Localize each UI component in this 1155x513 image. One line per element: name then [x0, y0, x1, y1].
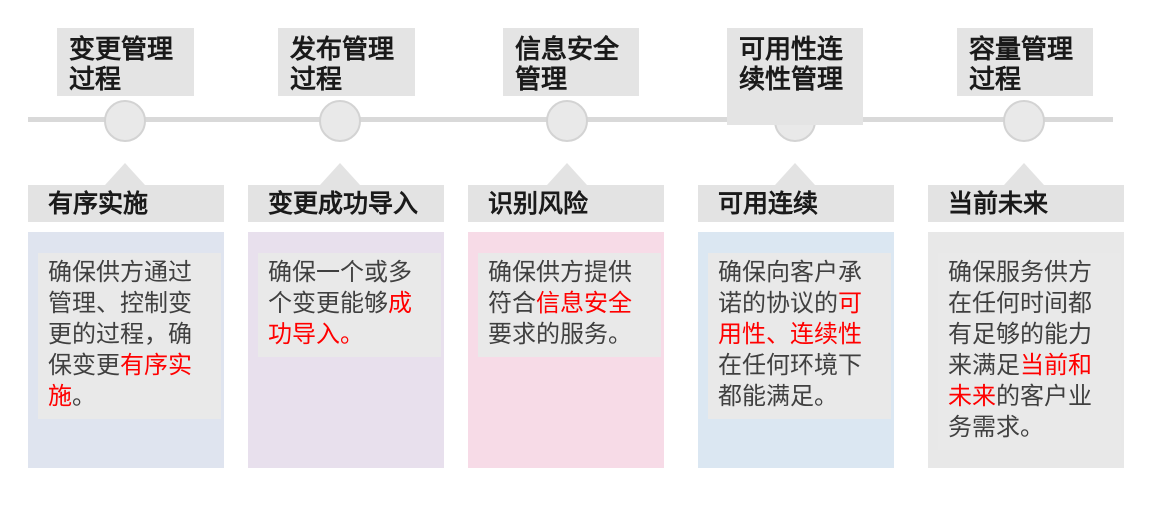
highlighted-text: 信息安全: [536, 289, 632, 317]
description-box: 确保供方提供符合信息安全要求的服务。: [468, 232, 664, 468]
pointer-triangle: [105, 163, 145, 185]
process-name-line1: 容量管理: [969, 35, 1074, 65]
process-name-line1: 可用性连: [739, 35, 844, 65]
goal-title-box: 有序实施: [28, 185, 224, 222]
pointer-triangle: [775, 163, 815, 185]
process-name-line2: 管理: [515, 65, 568, 95]
pointer-triangle: [547, 163, 587, 185]
timeline-node-circle: [104, 100, 146, 142]
goal-title: 有序实施: [48, 189, 149, 218]
description-text: 确保供方提供符合信息安全要求的服务。: [478, 253, 661, 357]
description-box: 确保服务供方在任何时间都有足够的能力来满足当前和未来的客户业务需求。: [928, 232, 1124, 468]
description-box: 确保供方通过管理、控制变更的过程，确保变更有序实施。: [28, 232, 224, 468]
process-name-line1: 变更管理: [69, 35, 174, 65]
timeline-node-circle: [319, 100, 361, 142]
goal-title-box: 可用连续: [698, 185, 894, 222]
pointer-triangle: [320, 163, 360, 185]
goal-title-box: 识别风险: [468, 185, 664, 222]
goal-title: 可用连续: [718, 189, 819, 218]
highlighted-text: 有序实施: [48, 351, 192, 410]
process-name-line2: 过程: [69, 65, 122, 95]
highlighted-text: 可用性、连续性: [718, 289, 862, 348]
description-text: 确保供方通过管理、控制变更的过程，确保变更有序实施。: [38, 253, 221, 419]
highlighted-text: 当前和未来: [948, 351, 1092, 410]
description-box: 确保一个或多个变更能够成功导入。: [248, 232, 444, 468]
description-text: 确保向客户承诺的协议的可用性、连续性在任何环境下都能满足。: [708, 253, 891, 419]
process-name-line1: 信息安全: [515, 35, 620, 65]
process-name-line2: 续性管理: [739, 65, 844, 95]
goal-title-box: 当前未来: [928, 185, 1124, 222]
pointer-triangle: [1004, 163, 1044, 185]
highlighted-text: 成功导入。: [268, 289, 412, 348]
process-name-box: 容量管理过程: [957, 28, 1093, 96]
timeline-node-circle: [1003, 100, 1045, 142]
process-name-box: 可用性连续性管理: [727, 28, 863, 125]
process-name-line1: 发布管理: [290, 35, 395, 65]
process-name-box: 信息安全管理: [503, 28, 639, 96]
description-text: 确保一个或多个变更能够成功导入。: [258, 253, 441, 357]
timeline-node-circle: [546, 100, 588, 142]
process-name-line2: 过程: [290, 65, 343, 95]
process-name-box: 发布管理过程: [278, 28, 415, 96]
goal-title-box: 变更成功导入: [248, 185, 444, 222]
goal-title: 识别风险: [488, 189, 589, 218]
process-name-line2: 过程: [969, 65, 1022, 95]
goal-title: 当前未来: [948, 189, 1049, 218]
process-name-box: 变更管理过程: [57, 28, 194, 96]
description-text: 确保服务供方在任何时间都有足够的能力来满足当前和未来的客户业务需求。: [938, 253, 1121, 450]
description-box: 确保向客户承诺的协议的可用性、连续性在任何环境下都能满足。: [698, 232, 894, 468]
goal-title: 变更成功导入: [268, 189, 419, 218]
